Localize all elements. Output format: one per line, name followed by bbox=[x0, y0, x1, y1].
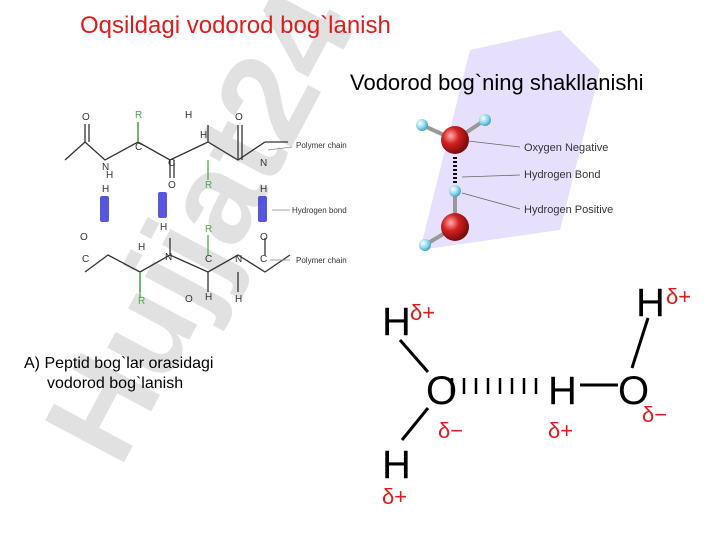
svg-text:N: N bbox=[102, 162, 109, 173]
watermark-accent-shape bbox=[420, 30, 600, 250]
svg-text:H: H bbox=[106, 170, 113, 181]
svg-text:R: R bbox=[205, 180, 212, 191]
svg-text:H: H bbox=[205, 292, 212, 303]
atom-o-left: O bbox=[426, 369, 457, 413]
atom-h-bottom-left: H bbox=[382, 443, 411, 487]
svg-text:H: H bbox=[185, 110, 192, 121]
svg-text:O: O bbox=[168, 180, 176, 191]
atom-h-top-right: H bbox=[636, 281, 665, 325]
label-hydrogen-bond-peptide: Hydrogen bond bbox=[292, 206, 347, 215]
caption-line-1: A) Peptid bog`lar orasidagi bbox=[24, 355, 214, 372]
atom-h-top-left: H bbox=[382, 300, 411, 344]
svg-text:N: N bbox=[260, 158, 267, 169]
svg-text:C: C bbox=[205, 254, 212, 265]
delta-minus-left: δ− bbox=[438, 418, 463, 443]
delta-plus-middle: δ+ bbox=[548, 418, 573, 443]
caption-line-2: vodorod bog`lanish bbox=[47, 375, 184, 392]
label-polymer-chain-bottom: Polymer chain bbox=[296, 256, 347, 265]
svg-text:N: N bbox=[165, 252, 172, 263]
svg-text:R: R bbox=[135, 110, 142, 121]
atom-h-middle: H bbox=[548, 369, 577, 413]
hydrogen-bond-atom bbox=[449, 185, 461, 197]
svg-text:R: R bbox=[138, 296, 145, 307]
label-polymer-chain-top: Polymer chain bbox=[296, 141, 347, 150]
label-hydrogen-bond: Hydrogen Bond bbox=[524, 169, 600, 181]
svg-text:C: C bbox=[260, 254, 267, 265]
page-title: Oqsildagi vodorod bog`lanish bbox=[80, 12, 391, 39]
svg-text:C: C bbox=[82, 254, 89, 265]
water-molecule-3d-diagram: Oxygen Negative Hydrogen Bond Hydrogen P… bbox=[416, 114, 613, 251]
svg-text:O: O bbox=[260, 232, 268, 243]
delta-plus-bottom-left: δ+ bbox=[382, 484, 407, 509]
svg-text:H: H bbox=[260, 184, 267, 195]
svg-text:H: H bbox=[160, 222, 167, 233]
svg-text:O: O bbox=[80, 232, 88, 243]
atom-o-right: O bbox=[618, 369, 649, 413]
delta-minus-right: δ− bbox=[642, 402, 667, 427]
oxygen-bottom-atom bbox=[441, 213, 469, 241]
svg-text:R: R bbox=[205, 224, 212, 235]
label-oxygen-negative: Oxygen Negative bbox=[524, 142, 608, 154]
delta-plus-top-left: δ+ bbox=[410, 300, 435, 325]
hydrogen-bond-bars bbox=[100, 192, 267, 222]
section-subtitle: Vodorod bog`ning shakllanishi bbox=[350, 70, 644, 95]
water-dimer-diagram: H δ+ O δ− H δ+ H δ+ O δ− H δ+ bbox=[382, 281, 690, 509]
caption: A) Peptid bog`lar orasidagi vodorod bog`… bbox=[24, 354, 274, 394]
svg-text:O: O bbox=[235, 112, 243, 123]
svg-text:H: H bbox=[200, 130, 207, 141]
svg-text:N: N bbox=[235, 254, 242, 265]
peptide-hydrogen-bond-diagram: O R C H H O N H C O R N H H O H R O C N … bbox=[64, 110, 347, 307]
svg-text:C: C bbox=[135, 142, 142, 153]
svg-text:H: H bbox=[235, 294, 242, 305]
delta-plus-top-right: δ+ bbox=[666, 284, 690, 309]
svg-text:C: C bbox=[168, 158, 175, 169]
svg-text:H: H bbox=[102, 184, 109, 195]
oxygen-top-atom bbox=[441, 126, 469, 154]
svg-text:H: H bbox=[138, 242, 145, 253]
label-hydrogen-positive: Hydrogen Positive bbox=[524, 204, 613, 216]
svg-text:O: O bbox=[185, 294, 193, 305]
svg-text:O: O bbox=[82, 112, 90, 123]
